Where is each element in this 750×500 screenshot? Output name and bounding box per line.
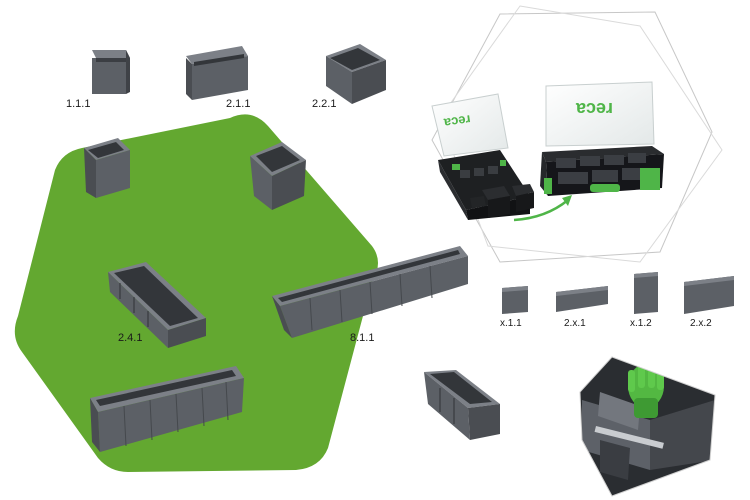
divider-wide-tall-icon [684,276,734,314]
box-label-2-2-1: 2.2.1 [312,98,337,110]
storage-box-long-icon [108,262,206,348]
case-open-right-icon [540,81,664,196]
divider-small-icon [502,286,528,314]
case-inserts-icon [470,184,534,218]
divider-label-2-x-1: 2.x.1 [564,318,586,329]
divider-tall-icon [634,272,658,314]
divider-label-2-x-2: 2.x.2 [690,318,712,329]
storage-box-extra-long-icon [272,246,468,338]
gloved-hand-photo [579,356,716,497]
green-arrow-icon [513,199,569,222]
storage-box-perspective-icon [424,370,500,440]
box-label-8-1-1: 8.1.1 [350,332,375,344]
divider-label-x-1-2: x.1.2 [630,318,652,329]
divider-wide-icon [556,286,608,312]
case-outline-hexagon [431,11,713,263]
divider-label-x-1-1: x.1.1 [500,318,522,329]
storage-box-tall-right-icon [250,142,306,210]
box-label-1-1-1: 1.1.1 [66,98,91,110]
green-hexagon-shape [14,114,379,472]
storage-box-tall-icon [84,138,130,198]
box-label-2-4-1: 2.4.1 [118,332,143,344]
box-label-2-1-1: 2.1.1 [226,98,251,110]
storage-box-small-icon [92,50,130,94]
storage-box-wide-icon [186,46,248,100]
storage-box-bottom-long-icon [90,366,244,452]
storage-box-square-icon [326,44,386,104]
case-logo-right: reca [576,99,614,119]
